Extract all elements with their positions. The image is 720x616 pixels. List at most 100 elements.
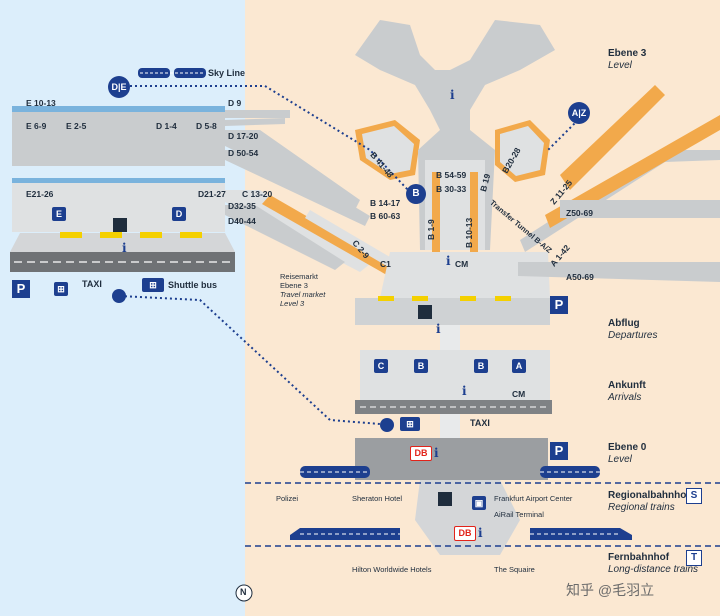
level-fern: Fernbahnhof Long-distance trains xyxy=(608,552,698,576)
parking-icon-level0: P xyxy=(550,442,568,460)
fern-subtitle: Long-distance trains xyxy=(608,564,699,575)
gate-b1-9: B 1-9 xyxy=(426,219,436,240)
gate-c1: C1 xyxy=(380,259,391,269)
b-badge: B xyxy=(406,184,426,204)
gate-e10-13: E 10-13 xyxy=(26,98,56,108)
sheraton-label: Sheraton Hotel xyxy=(352,494,403,503)
gate-d50-54: D 50-54 xyxy=(228,148,259,158)
ankunft-subtitle: Arrivals xyxy=(608,392,642,403)
skyline-route xyxy=(130,85,409,191)
ebene0-subtitle: Level xyxy=(608,454,632,465)
gate-d40-44: D40-44 xyxy=(228,216,256,226)
gate-b30-33: B 30-33 xyxy=(436,184,467,194)
airail-label: AiRail Terminal xyxy=(494,510,544,519)
gate-d21-27: D21-27 xyxy=(198,189,226,199)
gate-b60-63: B 60-63 xyxy=(370,211,401,221)
shuttle-bus-icon: ⊞ xyxy=(142,278,164,292)
hilton-label: Hilton Worldwide Hotels xyxy=(352,565,432,574)
skyline-label: Sky Line xyxy=(208,68,246,78)
info-icon-cm: i xyxy=(446,254,451,268)
regional-title: Regionalbahnhof xyxy=(608,490,690,501)
az-route xyxy=(547,119,579,151)
gate-d32-35: D32-35 xyxy=(228,201,256,211)
gate-c13-20: C 13-20 xyxy=(242,189,273,199)
arrivals-b-badge-2: B xyxy=(474,359,488,373)
shuttle-stop-dot-t1 xyxy=(380,418,394,432)
info-icon-departures: i xyxy=(436,322,441,336)
regional-subtitle: Regional trains xyxy=(608,502,675,513)
reisemarkt-de: Reisemarkt xyxy=(280,272,318,281)
abflug-title: Abflug xyxy=(608,318,640,329)
parking-icon-departures: P xyxy=(550,296,568,314)
shuttle-stop-dot xyxy=(112,289,126,303)
shuttle-label: Shuttle bus xyxy=(168,280,217,290)
level-regional: Regionalbahnhof Regional trains xyxy=(608,490,690,514)
level-ebene3: Ebene 3 Level xyxy=(608,48,646,72)
db-icon-fern: DB xyxy=(454,526,476,541)
abflug-subtitle: Departures xyxy=(608,330,658,341)
ebene3-title: Ebene 3 xyxy=(608,48,647,59)
gate-e21-26: E21-26 xyxy=(26,189,54,199)
terminal1-building xyxy=(355,20,555,470)
pier-e-badge: E xyxy=(52,207,66,221)
gate-d17-20: D 17-20 xyxy=(228,131,259,141)
cm-label-arrivals: CM xyxy=(512,389,526,399)
info-icon-fern: i xyxy=(478,526,483,540)
gate-z50-69: Z50-69 xyxy=(566,208,593,218)
terminal1-az-piers xyxy=(518,85,720,282)
sbahn-badge: S xyxy=(686,488,702,504)
gate-e6-9: E 6-9 xyxy=(26,121,47,131)
luggage-icon: ▣ xyxy=(472,496,486,510)
info-icon-b: i xyxy=(450,88,455,102)
info-icon-t2: i xyxy=(122,241,127,255)
escalator-icon xyxy=(113,218,452,506)
info-icon-level0: i xyxy=(434,446,439,460)
skyline-train-icon xyxy=(138,68,206,78)
cm-label-upper: CM xyxy=(455,259,469,269)
de-badge: D|E xyxy=(108,76,130,98)
gate-e2-5: E 2-5 xyxy=(66,121,87,131)
fern-badge: T xyxy=(686,550,702,566)
reisemarkt-level-de: Ebene 3 xyxy=(280,281,308,290)
db-icon-level0: DB xyxy=(410,446,432,461)
gate-b14-17: B 14-17 xyxy=(370,198,401,208)
gate-b10-13: B 10-13 xyxy=(464,217,474,248)
parking-icon-t2: P xyxy=(12,280,30,298)
arrivals-hall xyxy=(355,350,552,414)
polizei-label: Polizei xyxy=(276,494,299,503)
gate-b54-59: B 54-59 xyxy=(436,170,467,180)
ankunft-title: Ankunft xyxy=(608,380,646,391)
gate-d5-8: D 5-8 xyxy=(196,121,217,131)
bus-icon-t2: ⊞ xyxy=(54,282,68,296)
ebene0-title: Ebene 0 xyxy=(608,442,647,453)
taxi-label-t2: TAXI xyxy=(82,279,102,289)
level-ebene0: Ebene 0 Level xyxy=(608,442,646,466)
gate-a50-69: A50-69 xyxy=(566,272,594,282)
level-ankunft: Ankunft Arrivals xyxy=(608,380,646,404)
fac-label: Frankfurt Airport Center xyxy=(494,494,573,503)
terminal2-zone xyxy=(0,0,245,616)
arrivals-c-badge: C xyxy=(374,359,388,373)
ebene3-subtitle: Level xyxy=(608,60,632,71)
squaire-label: The Squaire xyxy=(494,565,535,574)
info-icon-arrivals: i xyxy=(462,384,467,398)
az-badge: A|Z xyxy=(568,102,590,124)
shuttle-route xyxy=(119,295,381,425)
north-label: N xyxy=(240,587,247,597)
arrivals-b-badge-1: B xyxy=(414,359,428,373)
pier-d-badge: D xyxy=(172,207,186,221)
arrivals-a-badge: A xyxy=(512,359,526,373)
north-arrow xyxy=(235,584,253,602)
terminal2-piers xyxy=(225,110,400,278)
gate-d9: D 9 xyxy=(228,98,242,108)
fern-title: Fernbahnhof xyxy=(608,552,670,563)
reisemarkt-label: Reisemarkt Ebene 3 Travel market Level 3 xyxy=(280,272,325,308)
terminal2-building xyxy=(10,106,285,272)
level-abflug: Abflug Departures xyxy=(608,318,657,342)
regional-train xyxy=(300,466,600,478)
reisemarkt-en: Travel market xyxy=(280,290,326,299)
watermark: 知乎 @毛羽立 xyxy=(566,582,655,598)
taxi-label-t1: TAXI xyxy=(470,418,490,428)
gate-d1-4: D 1-4 xyxy=(156,121,177,131)
